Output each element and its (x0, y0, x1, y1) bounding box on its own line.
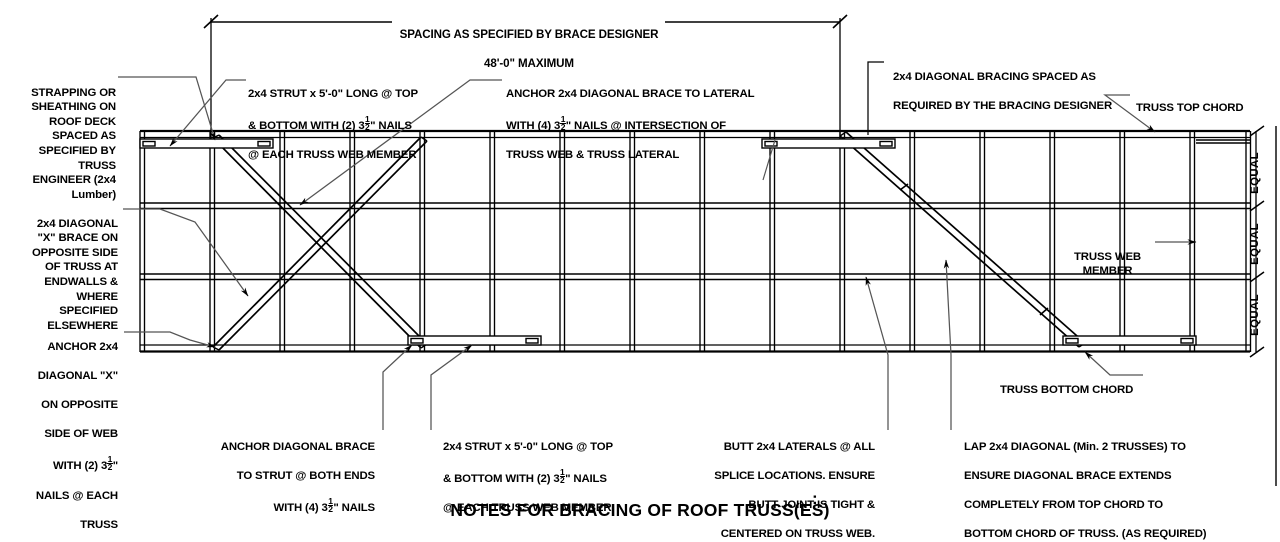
lap-diag-line-3: COMPLETELY FROM TOP CHORD TO (964, 498, 1163, 511)
anchor-x-line-4: SIDE OF WEB (44, 428, 118, 441)
strut-bot-line-2-post: " NAILS (565, 472, 607, 485)
sheet-title: NOTES FOR BRACING OF ROOF TRUSS(ES) (0, 500, 1280, 521)
anchor-lateral-line-2-pre: WITH (4) 3 (506, 119, 561, 132)
callout-x-brace-text: 2x4 DIAGONAL "X" BRACE ON OPPOSITE SIDE … (31, 217, 118, 332)
truss-top-chord (140, 129, 1250, 139)
anchor-diag-strut-line-3-post: " NAILS (333, 501, 375, 514)
sheet-title-colon: : (812, 489, 818, 509)
anchor-x-line-6: NAILS @ EACH (35, 489, 118, 502)
top-dimension-group (203, 14, 848, 140)
callout-truss-bottom-chord: TRUSS BOTTOM CHORD (1000, 368, 1170, 397)
top-spacing-dimension-text: SPACING AS SPECIFIED BY BRACE DESIGNER 4… (392, 13, 666, 71)
butt-laterals-line-2: SPLICE LOCATIONS. ENSURE (714, 469, 875, 482)
equal-label-2: EQUAL (1249, 223, 1261, 265)
leader-ticks (762, 139, 776, 181)
equal-dimension-2: EQUAL (1249, 223, 1261, 265)
top-spacing-line-2: 48'-0" MAXIMUM (484, 56, 574, 70)
callout-lap-diagonal: LAP 2x4 DIAGONAL (Min. 2 TRUSSES) TO ENS… (964, 425, 1254, 542)
equal-label-3: EQUAL (1249, 294, 1261, 336)
anchor-diag-strut-line-2: TO STRUT @ BOTH ENDS (236, 469, 375, 482)
anchor-x-line-5-pre: WITH (2) 3 (52, 460, 108, 473)
callout-anchor-diagonal-to-lateral: ANCHOR 2x4 DIAGONAL BRACE TO LATERAL WIT… (506, 72, 806, 163)
strut-top-line-3: @ EACH TRUSS WEB MEMBER (248, 148, 417, 161)
callout-strapping-sheathing: STRAPPING OR SHEATHING ON ROOF DECK SPAC… (4, 71, 116, 202)
strut-bottom-right (1062, 335, 1197, 346)
lateral-stub-right (1196, 139, 1250, 144)
strut-bottom-left (407, 335, 542, 346)
right-dimension-chain (1249, 125, 1277, 486)
butt-laterals-line-3: BUTT JOINT IS TIGHT & (748, 498, 875, 511)
web-member-label: TRUSS WEB MEMBER (1074, 250, 1141, 278)
callout-truss-top-chord: TRUSS TOP CHORD (1136, 86, 1280, 115)
callout-truss-web-member: TRUSS WEB MEMBER (1060, 235, 1155, 279)
lap-diag-line-1: LAP 2x4 DIAGONAL (Min. 2 TRUSSES) TO (964, 440, 1186, 453)
strut-top-line-2-pre: & BOTTOM WITH (2) 3 (248, 119, 365, 132)
truss-lateral-row-1 (140, 202, 1250, 210)
leader-lines (118, 61, 1197, 430)
drawing-canvas (118, 14, 1277, 486)
truss-bottom-chord (140, 344, 1250, 353)
sheet-title-text: NOTES FOR BRACING OF ROOF TRUSS(ES) (450, 500, 830, 520)
anchor-diag-strut-line-1: ANCHOR DIAGONAL BRACE (220, 440, 375, 453)
anchor-x-line-1: ANCHOR 2x4 (47, 340, 118, 353)
equal-dimension-3: EQUAL (1249, 294, 1261, 336)
strut-bot-line-1: 2x4 STRUT x 5'-0" LONG @ TOP (443, 440, 613, 453)
top-chord-label: TRUSS TOP CHORD (1136, 101, 1244, 114)
callout-strut-bottom: 2x4 STRUT x 5'-0" LONG @ TOP & BOTTOM WI… (443, 425, 693, 516)
strut-top-left (139, 138, 274, 149)
diagonal-brace-right (839, 131, 1086, 348)
callout-x-brace-opposite-side: 2x4 DIAGONAL "X" BRACE ON OPPOSITE SIDE … (0, 202, 118, 333)
diagonal-x-brace-left (212, 134, 428, 351)
sheet-title-colon-text: : (812, 489, 818, 508)
anchor-x-line-3: ON OPPOSITE (41, 398, 118, 411)
strut-top-line-2-post: " NAILS (370, 119, 412, 132)
strut-bot-line-2-pre: & BOTTOM WITH (2) 3 (443, 472, 560, 485)
strut-top-right (761, 138, 896, 149)
callout-strapping-text: STRAPPING OR SHEATHING ON ROOF DECK SPAC… (31, 86, 116, 201)
anchor-x-line-5-post: " (112, 460, 118, 473)
butt-laterals-line-4: CENTERED ON TRUSS WEB. (720, 528, 875, 541)
callout-diagonal-bracing-spacing: 2x4 DIAGONAL BRACING SPACED AS REQUIRED … (893, 55, 1193, 113)
anchor-lateral-line-2-post: " NAILS @ INTERSECTION OF (565, 119, 726, 132)
callout-strut-top: 2x4 STRUT x 5'-0" LONG @ TOP & BOTTOM WI… (248, 72, 498, 163)
diag-bracing-line-1: 2x4 DIAGONAL BRACING SPACED AS (893, 70, 1096, 83)
anchor-x-line-2: DIAGONAL "X" (37, 369, 118, 382)
strut-bot-line-3: @ EACH TRUSS WEB MEMBER (443, 501, 612, 514)
callout-butt-laterals: BUTT 2x4 LATERALS @ ALL SPLICE LOCATIONS… (695, 425, 875, 542)
callout-anchor-diagonal-to-strut: ANCHOR DIAGONAL BRACE TO STRUT @ BOTH EN… (185, 425, 375, 516)
strut-top-line-1: 2x4 STRUT x 5'-0" LONG @ TOP (248, 87, 418, 100)
anchor-lateral-line-3: TRUSS WEB & TRUSS LATERAL (506, 148, 680, 161)
equal-dimension-1: EQUAL (1249, 152, 1261, 194)
top-spacing-line-1: SPACING AS SPECIFIED BY BRACE DESIGNER (399, 27, 659, 41)
truss-lateral-row-2 (140, 273, 1250, 281)
lap-diag-line-2: ENSURE DIAGONAL BRACE EXTENDS (964, 469, 1172, 482)
truss-web-members (139, 131, 1252, 352)
bottom-chord-label: TRUSS BOTTOM CHORD (1000, 383, 1134, 396)
lap-diag-line-4: BOTTOM CHORD OF TRUSS. (AS REQUIRED) (964, 528, 1207, 541)
butt-laterals-line-1: BUTT 2x4 LATERALS @ ALL (723, 440, 875, 453)
anchor-diag-strut-line-3-pre: WITH (4) 3 (273, 501, 328, 514)
anchor-lateral-line-1: ANCHOR 2x4 DIAGONAL BRACE TO LATERAL (506, 87, 755, 100)
diag-bracing-line-2: REQUIRED BY THE BRACING DESIGNER (893, 99, 1113, 112)
equal-label-1: EQUAL (1249, 152, 1261, 194)
truss-bracing-drawing: SPACING AS SPECIFIED BY BRACE DESIGNER 4… (0, 13, 1280, 540)
